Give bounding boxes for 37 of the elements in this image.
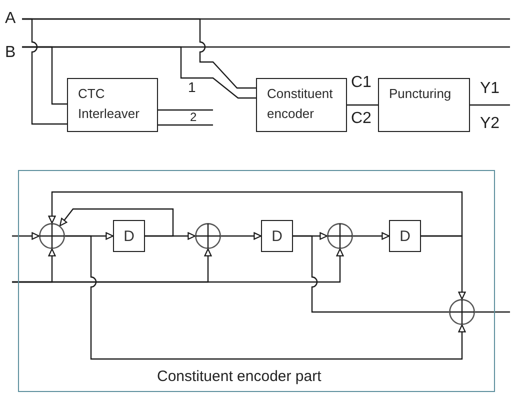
- arrow: [12, 232, 40, 240]
- group-label: Constituent encoder part: [157, 368, 322, 386]
- signal-label: Y1: [480, 81, 500, 97]
- adder-symbol: [449, 299, 475, 325]
- signal-label: C1: [351, 75, 372, 91]
- signal-label: C2: [351, 111, 372, 127]
- group-frame: [18, 170, 495, 392]
- delay-box: D: [389, 220, 421, 252]
- arrow: [12, 248, 344, 283]
- delay-box: D: [261, 220, 293, 252]
- delay-box: D: [113, 220, 145, 252]
- arrow: [48, 191, 463, 237]
- signal-line: [22, 46, 256, 99]
- signal-line: [22, 18, 256, 89]
- adder-symbol: [327, 223, 353, 249]
- arrow: [65, 235, 466, 360]
- signal-line: [158, 109, 213, 111]
- signal-line: [293, 235, 449, 313]
- adder-symbol: [39, 223, 65, 249]
- arrow: [221, 232, 262, 240]
- position-number: 2: [190, 112, 197, 123]
- arrow: [145, 232, 196, 240]
- signal-line: [470, 104, 510, 106]
- process-box: Puncturing: [378, 78, 470, 132]
- position-number: 1: [188, 80, 196, 95]
- signal-line: [158, 124, 213, 126]
- input-label: B: [3, 44, 22, 61]
- process-box: Constituent encoder: [256, 78, 347, 132]
- arrow: [353, 232, 390, 240]
- adder-symbol: [195, 223, 221, 249]
- arrow: [59, 208, 174, 237]
- input-label: A: [3, 10, 22, 27]
- process-box: CTC Interleaver: [67, 78, 158, 132]
- signal-label: Y2: [480, 116, 500, 132]
- signal-line: [347, 104, 378, 106]
- arrow: [421, 235, 466, 300]
- signal-line: [475, 311, 510, 313]
